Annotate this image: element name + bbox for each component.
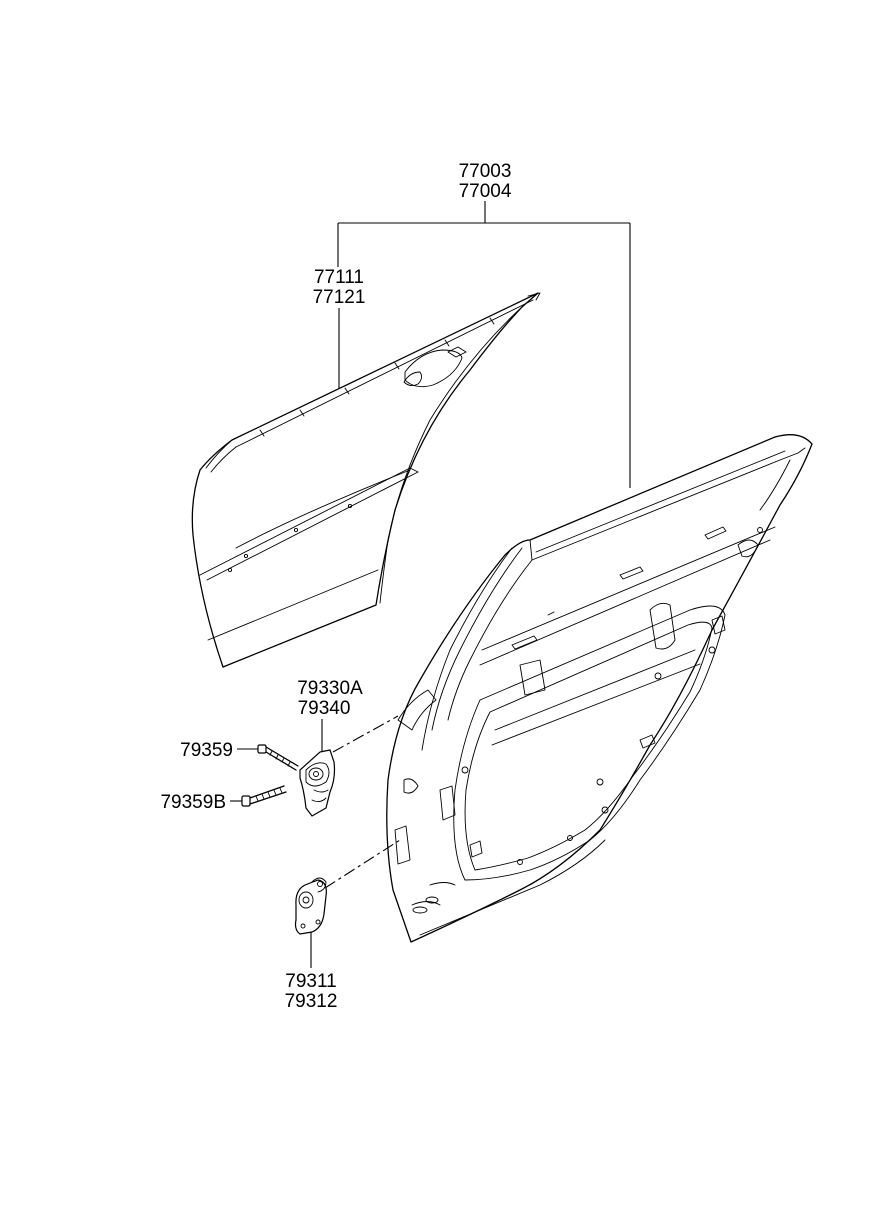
label-outer-panel[interactable]: 77111 77121 [313, 267, 366, 308]
label-hinge-bolt[interactable]: 79359 [180, 740, 233, 761]
door-frame-assembly[interactable] [386, 434, 813, 943]
leader-lines [230, 201, 631, 968]
part-number: 77111 [314, 267, 364, 288]
label-door-assembly[interactable]: 77003 77004 [459, 161, 512, 202]
label-upper-hinge[interactable]: 79330A 79340 [297, 678, 363, 719]
lower-hinge[interactable] [294, 877, 327, 935]
part-number: 79359B [160, 792, 226, 813]
part-number: 77121 [313, 287, 366, 308]
label-hinge-bolt-b[interactable]: 79359B [160, 792, 226, 813]
outer-door-panel[interactable] [191, 292, 541, 668]
part-number: 79330A [297, 678, 363, 699]
hinge-center-line-upper [332, 715, 399, 753]
part-number: 77003 [459, 161, 512, 182]
upper-hinge[interactable] [299, 749, 336, 817]
hinge-bolt[interactable] [257, 744, 299, 771]
leader-door-assembly [337, 201, 631, 488]
part-number: 77004 [459, 181, 512, 202]
part-number: 79359 [180, 740, 233, 761]
part-number: 79312 [285, 991, 338, 1012]
label-lower-hinge[interactable]: 79311 79312 [285, 971, 338, 1012]
part-number: 79340 [298, 698, 351, 719]
hinge-bolt-b[interactable] [241, 785, 287, 807]
part-number: 79311 [285, 971, 336, 992]
